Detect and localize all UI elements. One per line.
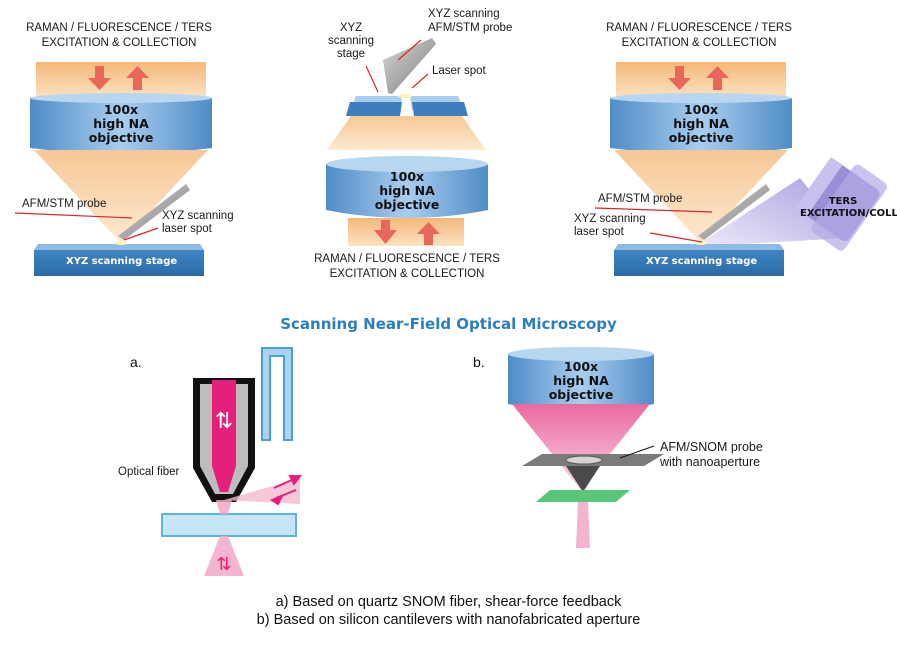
left-heading-line1: RAMAN / FLUORESCENCE / TERS — [26, 22, 212, 34]
snom-tip — [566, 466, 600, 492]
right-stage-label: XYZ scanning stage — [646, 256, 758, 267]
objective-magnification: 100x — [563, 359, 599, 374]
objective-word: objective — [374, 197, 440, 212]
snom-b-diagram — [508, 347, 664, 548]
svg-text:⇅: ⇅ — [216, 554, 231, 575]
fiber-side-arrows — [269, 475, 302, 506]
objective-word: objective — [88, 130, 154, 145]
fiber-core — [212, 380, 236, 492]
svg-text:⇅: ⇅ — [215, 409, 233, 434]
middle-laser-label: Laser spot — [432, 65, 486, 77]
middle-footer-line2: EXCITATION & COLLECTION — [329, 268, 485, 280]
objective-word: objective — [548, 387, 614, 402]
transmitted-light — [204, 536, 244, 576]
right-objective — [610, 98, 792, 154]
right-stage-top — [614, 244, 784, 250]
middle-focus-cone — [327, 116, 486, 150]
caption-a: a) Based on quartz SNOM fiber, shear-for… — [275, 594, 622, 610]
left-probe-leader — [14, 212, 133, 219]
middle-beam-column — [348, 218, 464, 246]
right-heading-line1: RAMAN / FLUORESCENCE / TERS — [606, 22, 792, 34]
objective-na: high NA — [553, 373, 609, 388]
snom-transmitted-light — [576, 502, 590, 548]
right-heading-line2: EXCITATION & COLLECTION — [621, 37, 777, 49]
middle-down-arrow — [374, 220, 397, 244]
left-objective — [30, 98, 212, 154]
caption-b: b) Based on silicon cantilevers with nan… — [256, 612, 641, 628]
right-down-arrow — [668, 66, 691, 90]
right-probe-leader — [594, 207, 713, 213]
snom-objective-label: 100x high NA objective — [531, 360, 631, 402]
middle-stage-label-line2: scanning — [327, 35, 375, 47]
objective-word: objective — [668, 130, 734, 145]
middle-probe-leader — [397, 39, 422, 61]
right-laser-leader — [649, 232, 703, 243]
right-stage — [614, 250, 784, 276]
right-laser-label-line2: laser spot — [574, 226, 624, 238]
right-up-arrow — [706, 66, 729, 90]
right-probe — [698, 184, 770, 240]
snom-pink-cone — [512, 404, 650, 490]
left-heading-line2: EXCITATION & COLLECTION — [41, 37, 197, 49]
left-stage-top — [34, 244, 204, 250]
right-objective-label: 100x high NA objective — [651, 103, 751, 145]
left-laser-spot — [115, 241, 127, 245]
objective-na: high NA — [673, 116, 729, 131]
ters-label: TERS EXCITATION/COLLECTION — [800, 196, 897, 220]
objective-magnification: 100x — [389, 169, 425, 184]
middle-stage-label-line3: stage — [336, 48, 366, 60]
snom-objective — [508, 348, 654, 412]
middle-laser-leader — [411, 73, 429, 89]
left-stage — [34, 250, 204, 276]
middle-footer-line1: RAMAN / FLUORESCENCE / TERS — [314, 253, 500, 265]
objective-magnification: 100x — [683, 102, 719, 117]
left-probe — [118, 184, 190, 240]
right-focus-cone — [614, 150, 788, 243]
snom-probe-label-line1: AFM/SNOM probe — [660, 440, 763, 454]
objective-magnification: 100x — [103, 102, 139, 117]
sample-slide — [161, 513, 297, 537]
left-focus-cone — [34, 150, 208, 243]
ters-objective — [795, 157, 888, 251]
middle-probe-label-line2: AFM/STM probe — [428, 22, 513, 34]
left-laser-label-line2: laser spot — [162, 223, 212, 235]
middle-probe — [383, 38, 436, 94]
middle-probe-label-line1: XYZ scanning — [428, 8, 500, 20]
snom-probe-leader — [619, 445, 655, 459]
middle-panel — [326, 38, 488, 246]
left-laser-label-line1: XYZ scanning — [162, 210, 234, 222]
middle-stage-leader — [365, 65, 379, 93]
snom-a-tag: a. — [130, 354, 142, 370]
optical-fiber-label: Optical fiber — [118, 466, 180, 478]
snom-b-tag: b. — [473, 354, 485, 370]
left-panel — [14, 62, 212, 276]
right-laser-spot — [695, 241, 707, 245]
snom-title: Scanning Near-Field Optical Microscopy — [280, 315, 617, 333]
middle-objective-label: 100x high NA objective — [357, 170, 457, 212]
left-laser-leader — [123, 227, 159, 241]
ters-label-line2: EXCITATION/COLLECTION — [800, 208, 897, 219]
objective-na: high NA — [93, 116, 149, 131]
middle-up-arrow — [417, 222, 440, 245]
middle-laser-spot — [398, 94, 412, 98]
objective-na: high NA — [379, 183, 435, 198]
left-stage-label: XYZ scanning stage — [66, 256, 178, 267]
snom-sample — [536, 490, 630, 502]
middle-objective — [326, 157, 488, 218]
tuning-fork — [261, 347, 293, 441]
right-beam-column — [616, 62, 786, 98]
left-down-arrow — [88, 66, 111, 90]
left-up-arrow — [126, 66, 149, 90]
left-objective-label: 100x high NA objective — [71, 103, 171, 145]
ters-label-line1: TERS — [828, 196, 858, 207]
left-probe-label: AFM/STM probe — [22, 198, 107, 210]
right-probe-label: AFM/STM probe — [598, 193, 683, 205]
right-panel — [594, 62, 888, 276]
right-laser-label-line1: XYZ scanning — [574, 213, 646, 225]
left-beam-column — [36, 62, 206, 98]
snom-probe-label-line2: with nanoaperture — [660, 455, 761, 469]
snom-a-diagram: ⇅ ⇅ — [161, 347, 302, 576]
middle-stage-label-line1: XYZ — [339, 22, 363, 34]
